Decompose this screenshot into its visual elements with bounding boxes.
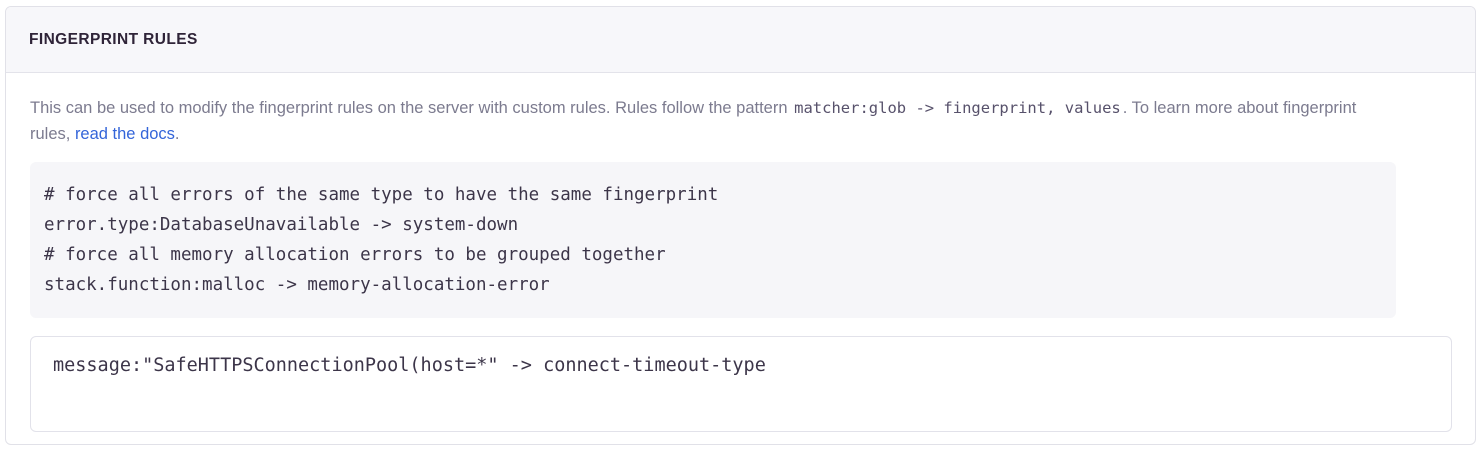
- description-middle-text: . To learn more about fingerprint rules,: [30, 99, 1357, 143]
- panel-header: FINGERPRINT RULES: [6, 7, 1475, 73]
- fingerprint-rules-panel: FINGERPRINT RULES This can be used to mo…: [5, 6, 1476, 445]
- panel-description: This can be used to modify the fingerpri…: [30, 95, 1380, 147]
- description-trailing-text: .: [174, 125, 180, 143]
- example-code-block: # force all errors of the same type to h…: [30, 162, 1396, 318]
- page-title: FINGERPRINT RULES: [29, 30, 198, 48]
- inline-code-pattern: matcher:glob -> fingerprint, values: [794, 99, 1121, 117]
- description-lead-text: This can be used to modify the fingerpri…: [30, 99, 793, 117]
- example-code-text: # force all errors of the same type to h…: [44, 185, 719, 295]
- read-the-docs-link[interactable]: read the docs: [74, 125, 175, 143]
- fingerprint-rules-input[interactable]: [30, 336, 1452, 432]
- panel-body: This can be used to modify the fingerpri…: [6, 73, 1475, 432]
